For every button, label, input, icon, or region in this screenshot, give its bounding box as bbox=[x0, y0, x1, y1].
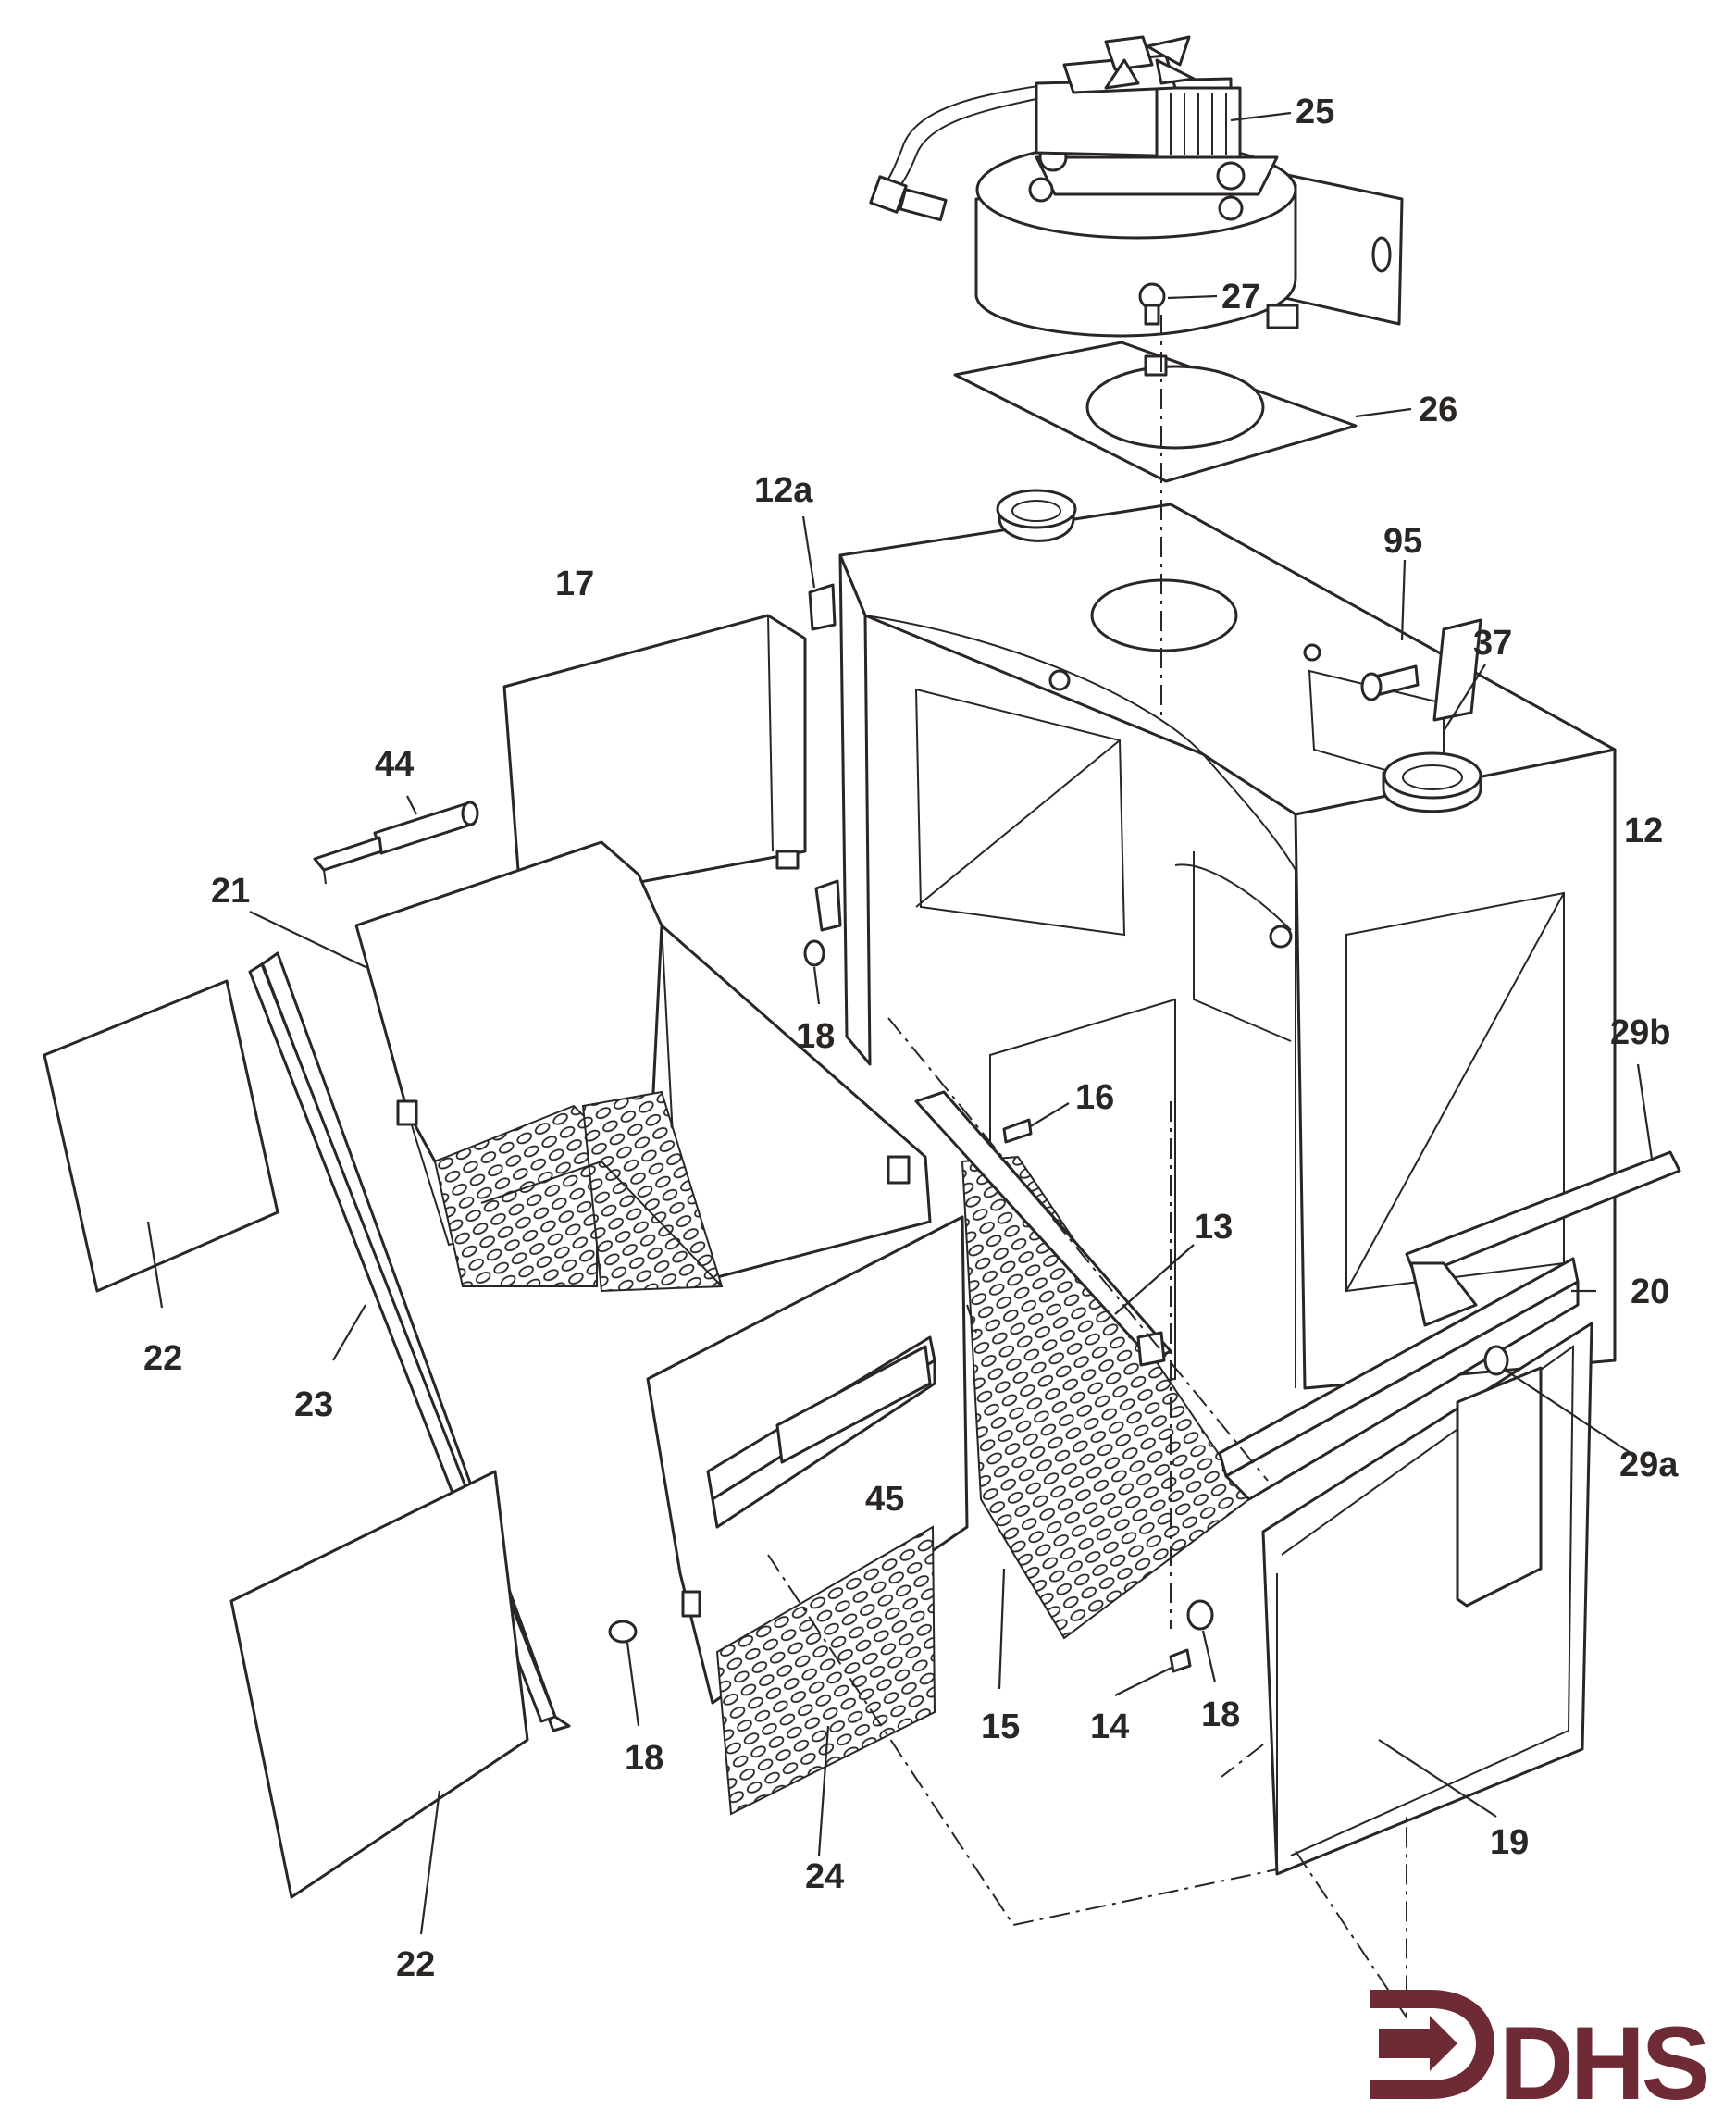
label-44: 44 bbox=[375, 745, 414, 784]
fan-motor-assembly bbox=[869, 35, 1404, 338]
label-20: 20 bbox=[1631, 1273, 1669, 1311]
fastener-29a bbox=[1483, 1345, 1509, 1376]
label-13: 13 bbox=[1194, 1208, 1233, 1247]
label-95: 95 bbox=[1383, 522, 1422, 561]
screw-95 bbox=[1360, 618, 1482, 722]
label-29b: 29b bbox=[1610, 1013, 1670, 1052]
fastener-16 bbox=[1002, 1118, 1033, 1144]
label-18-top: 18 bbox=[796, 1017, 835, 1056]
part-labels: 25 27 26 12a 95 37 17 44 12 21 18 29b 16… bbox=[143, 93, 1679, 1984]
logo-arrow-mark bbox=[1370, 1990, 1494, 2099]
label-14: 14 bbox=[1090, 1707, 1129, 1746]
fastener-18-right bbox=[1186, 1599, 1214, 1631]
fastener-14 bbox=[1169, 1648, 1192, 1673]
label-21: 21 bbox=[211, 872, 250, 911]
label-45: 45 bbox=[865, 1480, 904, 1519]
fastener-18a bbox=[803, 939, 825, 967]
grommet-37 bbox=[1382, 751, 1482, 813]
label-12a: 12a bbox=[754, 471, 813, 510]
side-panel-22-upper bbox=[43, 979, 279, 1293]
logo-text: DHS bbox=[1499, 2005, 1707, 2121]
label-17: 17 bbox=[555, 565, 594, 603]
rail-29b bbox=[1405, 1150, 1681, 1327]
dhs-logo: DHS bbox=[1370, 1990, 1711, 2121]
alignment-lines bbox=[767, 315, 1407, 2021]
label-19: 19 bbox=[1490, 1823, 1529, 1862]
label-15: 15 bbox=[981, 1707, 1020, 1746]
label-29a: 29a bbox=[1619, 1446, 1679, 1484]
label-37: 37 bbox=[1473, 624, 1512, 663]
label-27: 27 bbox=[1221, 278, 1260, 317]
side-rail bbox=[914, 1090, 1172, 1367]
gasket-plate bbox=[953, 341, 1358, 483]
label-23: 23 bbox=[294, 1385, 333, 1424]
rear-panel bbox=[502, 614, 807, 900]
side-panel-22-lower bbox=[229, 1470, 529, 1899]
label-22-upper: 22 bbox=[143, 1339, 182, 1378]
label-24: 24 bbox=[805, 1857, 844, 1896]
label-25: 25 bbox=[1296, 93, 1334, 131]
label-12: 12 bbox=[1624, 812, 1663, 850]
mesh-panel-15 bbox=[961, 1155, 1251, 1640]
fastener-18-left bbox=[608, 1620, 638, 1644]
label-18-left: 18 bbox=[625, 1739, 663, 1778]
front-panel bbox=[646, 1155, 969, 1816]
label-26: 26 bbox=[1419, 391, 1457, 429]
leader-lines bbox=[146, 111, 1654, 1935]
label-18-right: 18 bbox=[1201, 1695, 1240, 1734]
grommet-top bbox=[996, 489, 1077, 542]
filter-box bbox=[354, 840, 932, 1293]
label-16: 16 bbox=[1075, 1078, 1114, 1117]
label-22-lower: 22 bbox=[396, 1945, 435, 1984]
clip-12a bbox=[808, 583, 842, 932]
rail-20 bbox=[1218, 1257, 1580, 1501]
bottom-plate bbox=[1261, 1322, 1593, 1876]
handle-44 bbox=[313, 801, 479, 885]
